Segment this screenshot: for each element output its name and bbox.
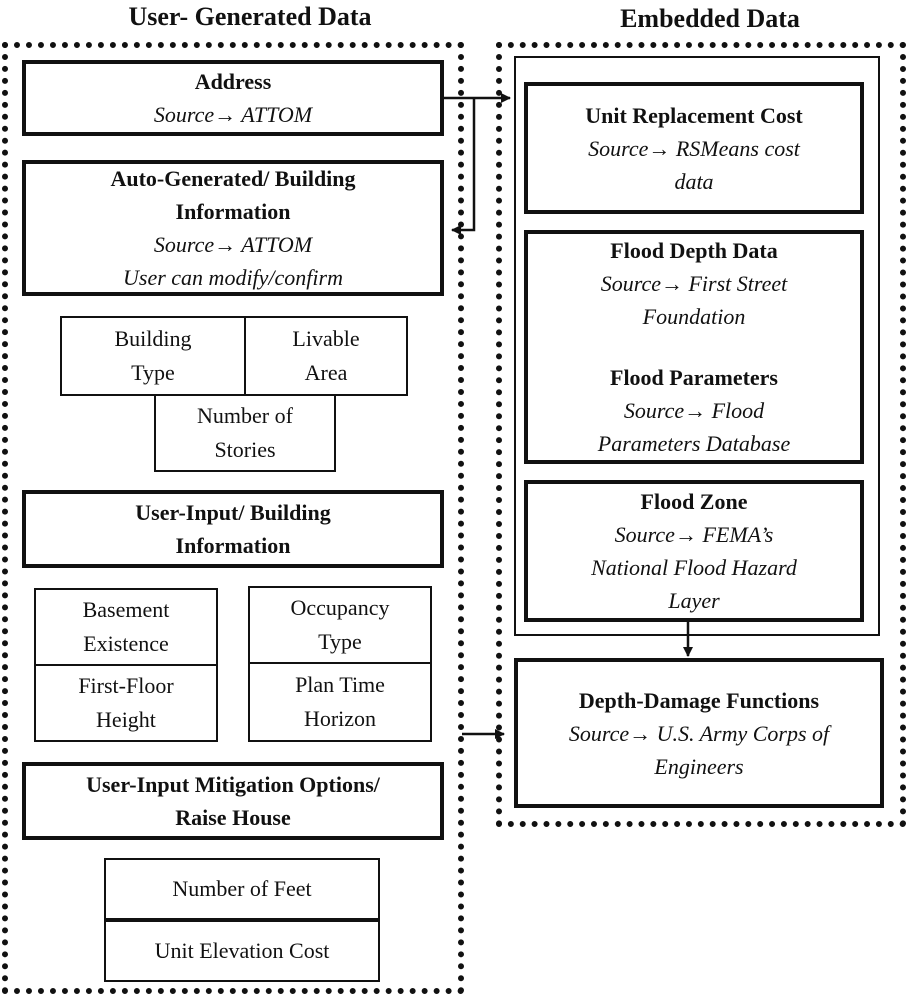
flood-parameters-source-line1: Source→ Flood (623, 398, 765, 423)
flood-parameters-title: Flood Parameters (610, 365, 778, 390)
flood-zone-source-line3: Layer (668, 588, 720, 613)
mitigation-title-line1: User-Input Mitigation Options/ (86, 772, 380, 797)
auto-generated-title-line2: Information (175, 199, 291, 224)
first-floor-height-line2: Height (96, 707, 156, 732)
number-of-stories-box: Number of Stories (154, 394, 336, 472)
address-source: Source→ ATTOM (153, 102, 313, 127)
number-of-stories-line1: Number of (197, 403, 293, 428)
depth-damage-source-line1: Source→ U.S. Army Corps of (568, 720, 830, 746)
occupancy-type-line1: Occupancy (290, 595, 390, 620)
livable-area-line2: Area (304, 360, 348, 385)
user-input-building-info-box: User-Input/ Building Information (22, 490, 444, 568)
flood-zone-title: Flood Zone (640, 489, 748, 514)
flood-zone-source-line1: Source→ FEMA’s (614, 522, 774, 547)
flood-depth-title: Flood Depth Data (610, 238, 778, 263)
mitigation-title-line2: Raise House (175, 805, 291, 830)
flood-depth-source-line2: Foundation (642, 304, 746, 329)
address-to-auto-generated-arrow (451, 98, 476, 235)
user-generated-data-panel (2, 42, 464, 994)
unit-elevation-cost-label: Unit Elevation Cost (154, 938, 330, 963)
occupancy-type-box: Occupancy Type (248, 586, 432, 664)
auto-generated-note: User can modify/confirm (123, 265, 343, 290)
mitigation-options-box: User-Input Mitigation Options/ Raise Hou… (22, 762, 444, 840)
flood-zone-box: Flood Zone Source→ FEMA’s National Flood… (524, 480, 864, 622)
plan-time-horizon-line2: Horizon (303, 706, 377, 731)
unit-replacement-title: Unit Replacement Cost (585, 102, 803, 128)
embedded-data-title: Embedded Data (620, 4, 800, 33)
depth-damage-functions-box: Depth-Damage Functions Source→ U.S. Army… (514, 658, 884, 808)
user-generated-data-title: User- Generated Data (128, 2, 372, 31)
first-floor-height-line1: First-Floor (78, 673, 174, 698)
embedded-data-panel (496, 42, 906, 827)
flood-depth-source-line1: Source→ First Street (600, 271, 788, 296)
flood-depth-parameters-box: Flood Depth Data Source→ First Street Fo… (524, 230, 864, 464)
occupancy-type-line2: Type (318, 629, 362, 654)
basement-existence-line2: Existence (83, 631, 169, 656)
unit-elevation-cost-box: Unit Elevation Cost (104, 920, 380, 982)
unit-replacement-cost-box: Unit Replacement Cost Source→ RSMeans co… (524, 82, 864, 214)
first-floor-height-box: First-Floor Height (34, 664, 218, 742)
plan-time-horizon-box: Plan Time Horizon (248, 662, 432, 742)
address-box: Address Source→ ATTOM (22, 60, 444, 136)
user-input-building-title-line1: User-Input/ Building (135, 500, 331, 525)
depth-damage-title: Depth-Damage Functions (578, 687, 820, 713)
livable-area-line1: Livable (292, 326, 360, 351)
number-of-feet-box: Number of Feet (104, 858, 380, 920)
building-type-line1: Building (114, 326, 192, 351)
flood-parameters-source-line2: Parameters Database (597, 431, 791, 456)
unit-replacement-source-line1: Source→ RSMeans cost (588, 135, 800, 161)
user-input-building-title-line2: Information (175, 533, 291, 558)
flood-zone-source-line2: National Flood Hazard (591, 555, 797, 580)
auto-generated-building-info-box: Auto-Generated/ Building Information Sou… (22, 160, 444, 296)
building-type-box: Building Type (60, 316, 246, 396)
basement-existence-line1: Basement (82, 597, 170, 622)
basement-existence-box: Basement Existence (34, 588, 218, 666)
embedded-data-inner-group (514, 56, 880, 636)
address-title: Address (194, 69, 272, 94)
plan-time-horizon-line1: Plan Time (295, 672, 385, 697)
number-of-stories-line2: Stories (214, 437, 276, 462)
auto-generated-source: Source→ ATTOM (153, 232, 313, 257)
depth-damage-source-line2: Engineers (654, 753, 744, 779)
building-type-line2: Type (131, 360, 175, 385)
unit-replacement-source-line2: data (674, 168, 714, 194)
auto-generated-title-line1: Auto-Generated/ Building (110, 166, 356, 191)
number-of-feet-label: Number of Feet (172, 876, 312, 901)
